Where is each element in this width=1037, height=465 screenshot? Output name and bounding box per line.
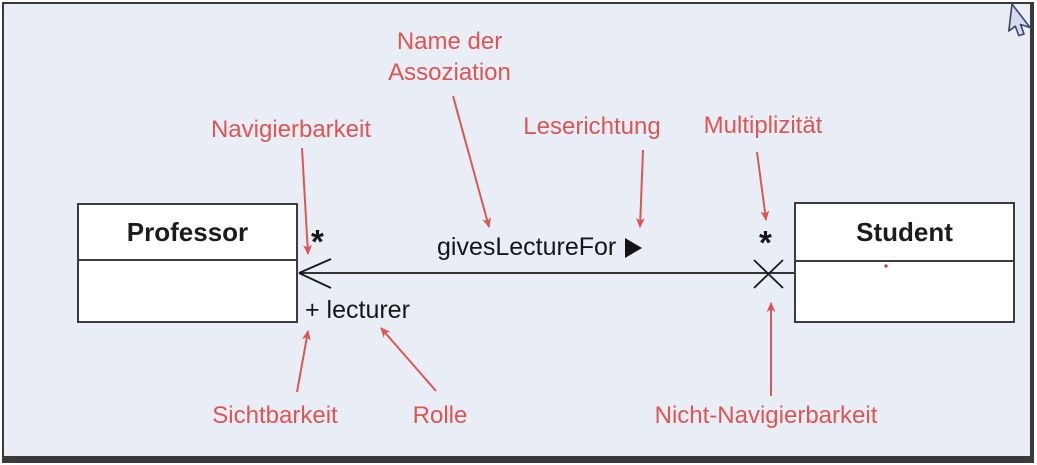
- class-name-student: Student: [796, 204, 1013, 262]
- association-name: givesLectureFor: [437, 233, 617, 261]
- class-name-professor: Professor: [79, 205, 296, 261]
- annotation-visibility: Sichtbarkeit: [212, 402, 338, 429]
- reading-direction-icon: [625, 237, 643, 258]
- annotation-non-navigability: Nicht-Navigierbarkeit: [654, 402, 878, 429]
- multiplicity-professor-end: *: [311, 223, 324, 260]
- annotation-navigability: Navigierbarkeit: [210, 116, 372, 143]
- annotation-reading-direction: Leserichtung: [523, 113, 661, 140]
- annotation-multiplicity: Multiplizität: [703, 112, 823, 139]
- association-role: + lecturer: [305, 296, 410, 324]
- association-name-group: givesLectureFor: [437, 233, 643, 262]
- annotation-association-name: Name der Assoziation: [388, 28, 511, 86]
- annotation-role: Rolle: [412, 402, 468, 429]
- multiplicity-student-end: *: [759, 224, 772, 261]
- class-box-professor: Professor: [77, 203, 298, 323]
- class-box-student: Student: [794, 202, 1015, 323]
